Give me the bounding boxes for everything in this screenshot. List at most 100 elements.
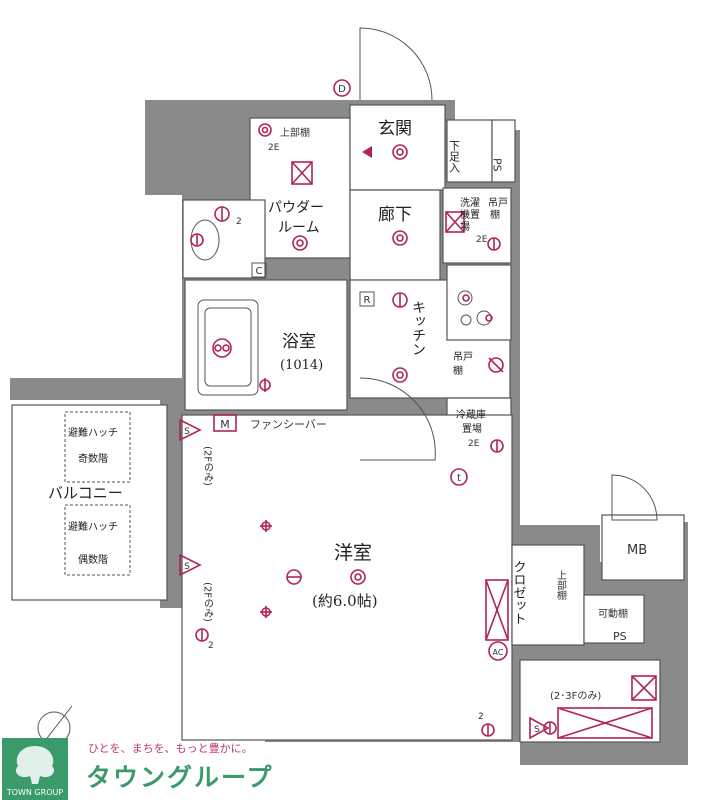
stove-counter <box>446 264 512 341</box>
upper-shelf-top-label: 上部棚 <box>280 126 310 139</box>
label-2e: 2E <box>468 439 480 449</box>
powder-room-label-2: ルーム <box>278 220 320 236</box>
intercom-icon <box>362 146 372 158</box>
western-room-area <box>181 414 513 741</box>
brand-logo: TOWN GROUP ひとを、まちを、もっと豊かに。 タウングループ <box>0 738 704 800</box>
fan-icon <box>485 314 493 322</box>
vent-x-icon <box>291 161 313 185</box>
outlet-icon <box>190 233 204 247</box>
movable-shelf-area <box>583 594 645 644</box>
western-room-label: 洋室 <box>334 542 372 564</box>
closet-x-icon <box>485 579 509 641</box>
hanging-shelf-1-label-2: 棚 <box>490 208 500 221</box>
vent-x-icon <box>445 211 465 233</box>
mb-label: MB <box>627 543 647 558</box>
storage-x-icon <box>557 707 653 739</box>
ps-top-label: PS <box>491 158 504 172</box>
ceiling-light-icon <box>258 123 272 137</box>
label-2e: 2E <box>268 143 280 153</box>
label-2: 2 <box>236 217 242 227</box>
closet-area <box>511 544 585 646</box>
gas-stove-icon <box>462 294 470 302</box>
entrance-door <box>359 27 433 101</box>
hallway-area <box>349 189 441 281</box>
symbol-s: S <box>179 553 202 577</box>
upper-shelf-closet-label: 上部棚 <box>555 570 567 601</box>
label-2e: 2E <box>476 235 488 245</box>
washer-label-1: 洗濯 <box>460 197 480 209</box>
entrance-area <box>349 104 446 191</box>
outlet-icon <box>195 628 209 642</box>
kitchen-label: キッチン <box>410 300 426 356</box>
hatch-even-label-2: 偶数階 <box>78 553 108 566</box>
stove-burner-icon <box>457 290 473 306</box>
fancy-bar-label: ファンシーバー <box>250 418 327 431</box>
outlet-icon <box>490 439 504 453</box>
movable-shelf-label: 可動棚 <box>598 607 628 620</box>
symbol-m: M <box>213 414 237 432</box>
fridge-label-2: 置場 <box>462 422 482 435</box>
hanging-shelf-2-label-2: 棚 <box>453 364 463 377</box>
symbol-ac: AC <box>488 641 508 661</box>
outlet-icon <box>487 237 501 251</box>
ceiling-light-icon <box>392 367 408 383</box>
shoe-box-label: 下足入 <box>448 140 461 173</box>
powder-room-area <box>249 117 351 259</box>
stove-burner-icon <box>476 310 492 326</box>
logo-tagline: ひとを、まちを、もっと豊かに。 <box>88 742 253 755</box>
floor2-only-label-a: (2Fのみ) <box>202 446 214 486</box>
outlet-icon <box>214 206 230 222</box>
bathtub-inner <box>204 307 252 387</box>
western-room-size-label: (約6.0帖) <box>312 592 378 610</box>
hatch-odd-label-1: 避難ハッチ <box>68 426 118 439</box>
hatch-odd-box <box>64 411 131 483</box>
bathroom-label: 浴室 <box>282 332 316 352</box>
ps-bottom-label: PS <box>613 630 627 643</box>
floor2-only-label-b: (2Fのみ) <box>202 582 214 622</box>
logo-brand-name: タウングループ <box>86 763 274 792</box>
balcony-label: バルコニー <box>48 484 123 502</box>
vanity-area <box>182 199 266 279</box>
outlet-icon <box>488 357 504 373</box>
vent-x-icon <box>631 675 657 701</box>
floor23-only-label: (2･3Fのみ) <box>550 691 601 702</box>
ceiling-light-icon <box>392 230 408 246</box>
logo-badge-text: TOWN GROUP <box>6 788 64 797</box>
symbol-s: S <box>529 716 550 740</box>
svg-text:t: t <box>457 473 461 484</box>
label-2: 2 <box>478 712 484 722</box>
svg-text:D: D <box>338 84 346 95</box>
hatch-even-box <box>64 504 131 576</box>
closet-label: クロゼット <box>511 560 527 625</box>
symbol-r: R <box>359 291 375 307</box>
label-2: 2 <box>208 641 214 651</box>
svg-text:R: R <box>364 295 371 306</box>
ceiling-light-icon <box>392 144 408 160</box>
hatch-odd-label-2: 奇数階 <box>78 452 108 465</box>
balcony-area <box>11 404 168 601</box>
washer-area <box>442 187 512 264</box>
hanging-shelf-2-label-1: 吊戸 <box>453 351 473 363</box>
symbol-c: C <box>251 262 267 278</box>
mb-area <box>601 514 685 581</box>
svg-text:S: S <box>184 427 190 437</box>
logo-badge: TOWN GROUP <box>2 738 68 800</box>
symbol-d: D <box>333 79 351 97</box>
switch-icon <box>259 378 271 392</box>
tree-icon <box>15 746 55 784</box>
washer-label-2: 機置 <box>460 208 480 221</box>
hallway-label: 廊下 <box>378 205 412 225</box>
stove-burner-icon <box>460 314 472 326</box>
kitchen-door <box>359 377 436 461</box>
svg-text:M: M <box>220 418 230 431</box>
wall-light-icon <box>286 569 302 585</box>
ceiling-light-icon <box>292 235 308 251</box>
switch-icon <box>260 606 272 618</box>
outlet-icon <box>481 723 495 737</box>
ps-top-area <box>491 119 516 183</box>
ceiling-light-icon <box>212 338 232 358</box>
fridge-label-1: 冷蔵庫 <box>456 408 486 421</box>
hanging-shelf-1-label-1: 吊戸 <box>488 197 508 209</box>
symbol-t: t <box>450 468 468 486</box>
